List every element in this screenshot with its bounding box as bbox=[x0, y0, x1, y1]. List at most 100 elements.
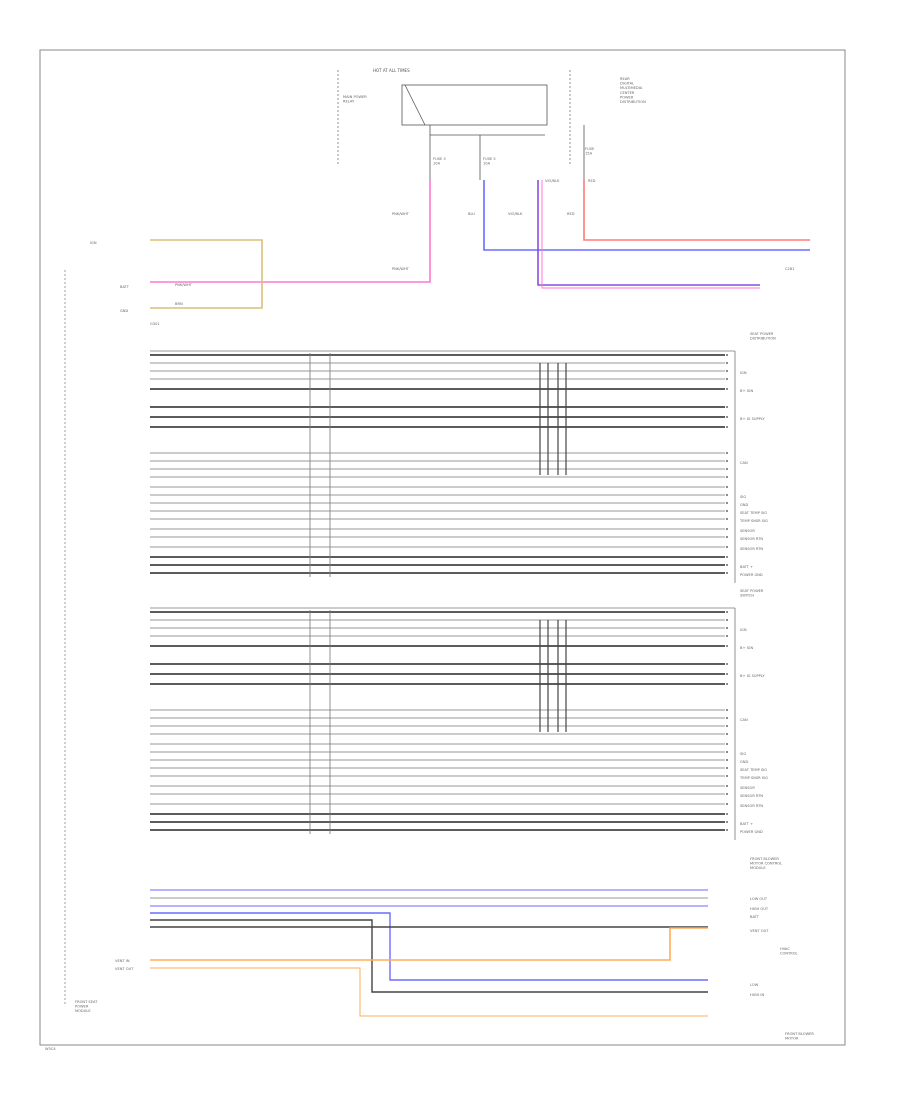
connector-pin bbox=[726, 486, 728, 488]
hot-at-all-times-label: HOT AT ALL TIMES bbox=[373, 68, 410, 73]
pin-label: TEMP SNSR SIG bbox=[739, 776, 768, 780]
pin-label: SENSOR RTN bbox=[740, 794, 763, 798]
fuse-wires: PNK/WHT BLU VIO/BLK RED VIO/BLK RED PNK/… bbox=[150, 179, 810, 289]
ground-g301-label: G301 bbox=[150, 322, 160, 326]
connector-pin bbox=[726, 510, 728, 512]
wire-pink-lower-label: PNK/WHT bbox=[392, 267, 410, 271]
connector-pin bbox=[726, 362, 728, 364]
connector-pin bbox=[726, 635, 728, 637]
pin-label: SEAT TEMP SIG bbox=[740, 768, 767, 772]
connector-c281-label: C281 bbox=[785, 267, 794, 271]
connector-pin bbox=[726, 785, 728, 787]
pin-label: B+ IGN bbox=[740, 646, 753, 650]
connector-pin bbox=[726, 775, 728, 777]
connector-pin bbox=[726, 663, 728, 665]
pin-label: SIG bbox=[740, 495, 746, 499]
connector-pin bbox=[726, 821, 728, 823]
connector-pin bbox=[726, 813, 728, 815]
gnd-label: GND bbox=[120, 309, 128, 313]
pin-label: POWER GND bbox=[740, 573, 763, 577]
connector-pin bbox=[726, 476, 728, 478]
wire-pink-upper-label: PNK/WHT bbox=[392, 212, 410, 216]
connector-pin bbox=[726, 502, 728, 504]
connector-pin bbox=[726, 370, 728, 372]
bottom-right-pin-label: LOW bbox=[750, 983, 759, 987]
pin-label: SENSOR bbox=[740, 786, 755, 790]
connector-pin bbox=[726, 536, 728, 538]
connector-pin bbox=[726, 767, 728, 769]
connector-pin bbox=[726, 452, 728, 454]
connector-pin bbox=[726, 378, 728, 380]
pin-label: CAN bbox=[740, 718, 748, 722]
connector-pin bbox=[726, 751, 728, 753]
pin-label: TEMP SNSR SIG bbox=[739, 519, 768, 523]
wire-violet-label: VIO/BLK bbox=[508, 212, 523, 216]
pin-label: B+ IG SUPPLY bbox=[740, 417, 765, 421]
pin-label: BATT + bbox=[740, 565, 753, 569]
connector-pin bbox=[726, 494, 728, 496]
pin-label: IGN bbox=[740, 371, 747, 375]
connector-pin bbox=[726, 388, 728, 390]
wire-blue-label: BLU bbox=[468, 212, 475, 216]
pin-label: SIG bbox=[740, 752, 746, 756]
bottom-right-pin-label: HIGH IN bbox=[750, 993, 764, 997]
connector-pin bbox=[726, 793, 728, 795]
batt-label: BATT bbox=[120, 285, 130, 289]
connector-pin bbox=[726, 611, 728, 613]
connector-pin bbox=[726, 709, 728, 711]
pin-label: CAN bbox=[740, 461, 748, 465]
bottom-left-pin-label: VENT OUT bbox=[115, 967, 134, 971]
pin-label: SENSOR RTN bbox=[740, 547, 763, 551]
wire-red-label: RED bbox=[567, 212, 575, 216]
bottom-left-pin-label: VENT IN bbox=[115, 959, 130, 963]
connector-pin bbox=[726, 733, 728, 735]
connector-pin bbox=[726, 743, 728, 745]
connector-pin bbox=[726, 416, 728, 418]
pin-label: BATT + bbox=[740, 822, 753, 826]
connector-pin bbox=[726, 759, 728, 761]
pin-label: GND bbox=[740, 760, 748, 764]
diagram-frame bbox=[39, 49, 846, 1046]
connector-pin bbox=[726, 354, 728, 356]
wire-batt-label: PNK/WHT bbox=[175, 283, 193, 287]
connector-pin bbox=[726, 518, 728, 520]
pin-label: B+ IGN bbox=[740, 389, 753, 393]
wire-red-2-label: RED bbox=[588, 179, 596, 183]
connector-pin bbox=[726, 645, 728, 647]
connector-pin bbox=[726, 683, 728, 685]
main-power-relay bbox=[401, 84, 548, 126]
connector-pin bbox=[726, 556, 728, 558]
connector-pin bbox=[726, 717, 728, 719]
bottom-right-pin-label: BATT bbox=[750, 915, 760, 919]
pin-label: POWER GND bbox=[740, 830, 763, 834]
connector-pin bbox=[726, 725, 728, 727]
pin-label: SENSOR bbox=[740, 529, 755, 533]
footer-code: W3C4 bbox=[45, 1047, 56, 1051]
bottom-right-pin-label: HIGH OUT bbox=[750, 907, 769, 911]
connector-pin bbox=[726, 619, 728, 621]
left-power-input: IGN BATT GND PNK/WHT BRN G301 bbox=[64, 239, 263, 1005]
connector-pin bbox=[726, 803, 728, 805]
pin-label: IGN bbox=[740, 628, 747, 632]
connector-pin bbox=[726, 406, 728, 408]
bottom-right-pin-label: VENT OUT bbox=[750, 929, 769, 933]
pin-label: SENSOR RTN bbox=[740, 537, 763, 541]
connector-pin bbox=[726, 528, 728, 530]
connector-pin bbox=[726, 673, 728, 675]
pin-label: SEAT TEMP SIG bbox=[740, 511, 767, 515]
